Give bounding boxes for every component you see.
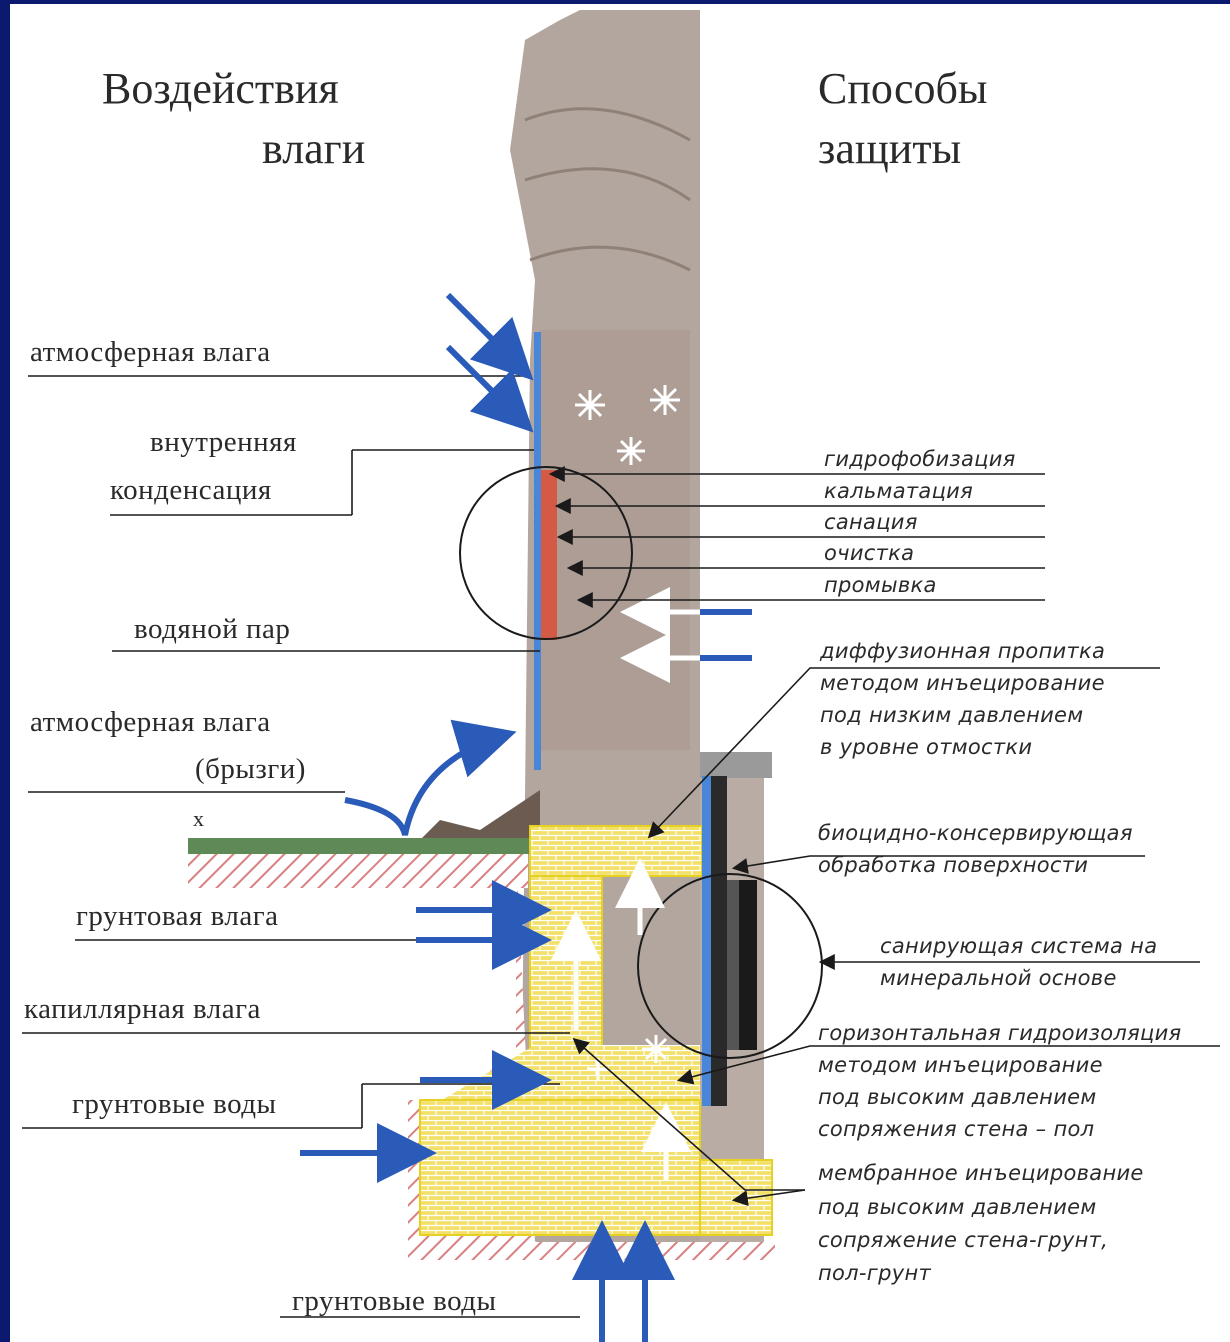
label-hydrophobization: гидрофобизация	[824, 447, 1016, 471]
label-membrane-1: мембранное инъецирование	[818, 1161, 1144, 1185]
sanitizing-mesh	[727, 880, 739, 1050]
label-ground-water: грунтовые воды	[72, 1088, 277, 1120]
label-horizontal-4: сопряжения стена – пол	[818, 1117, 1094, 1141]
label-biocide-2: обработка поверхности	[818, 853, 1088, 877]
label-flushing: промывка	[824, 573, 937, 597]
heading-right-line1: Способы	[818, 64, 987, 113]
label-internal-condensation-1: внутренняя	[150, 426, 297, 458]
grass-surface	[188, 838, 538, 854]
ground-mark: x	[193, 806, 204, 831]
label-cleaning: очистка	[824, 541, 914, 565]
hydrophobic-layer	[534, 332, 541, 770]
heading-left-line2: влаги	[262, 124, 365, 173]
label-ground-moisture: грунтовая влага	[76, 900, 279, 932]
label-membrane-2: под высоким давлением	[818, 1195, 1097, 1219]
label-splash-2: (брызги)	[195, 753, 306, 785]
soil-hatch-top	[188, 854, 528, 888]
label-sanation: санация	[824, 510, 918, 534]
label-diffusion-2: методом инъецирование	[820, 671, 1105, 695]
label-water-vapor: водяной пар	[134, 613, 290, 645]
label-atmospheric-moisture: атмосферная влага	[30, 336, 271, 368]
sanitizing-render	[739, 880, 757, 1050]
label-biocide-1: биоцидно-консервирующая	[818, 821, 1133, 845]
label-membrane-3: сопряжение стена-грунт,	[818, 1228, 1108, 1252]
label-colmatation: кальматация	[824, 479, 973, 503]
label-diffusion-1: диффузионная пропитка	[819, 639, 1105, 663]
label-capillary-moisture: капиллярная влага	[24, 993, 261, 1025]
label-diffusion-4: в уровне отмостки	[820, 735, 1032, 759]
label-diffusion-3: под низким давлением	[820, 703, 1083, 727]
label-splash-1: атмосферная влага	[30, 706, 271, 738]
label-ground-water-bottom: грунтовые воды	[292, 1285, 497, 1317]
plinth-step	[700, 752, 772, 778]
label-internal-condensation-2: конденсация	[110, 474, 272, 506]
heading-right-line2: защиты	[818, 124, 961, 173]
heading-left-line1: Воздействия	[102, 64, 339, 113]
label-horizontal-2: методом инъецирование	[818, 1053, 1103, 1077]
label-sanitizing-2: минеральной основе	[880, 966, 1117, 990]
plaster-layer	[541, 470, 557, 640]
label-horizontal-1: горизонтальная гидроизоляция	[818, 1021, 1181, 1045]
label-sanitizing-1: санирующая система на	[880, 934, 1157, 958]
label-horizontal-3: под высоким давлением	[818, 1085, 1097, 1109]
label-membrane-4: пол-грунт	[818, 1261, 931, 1285]
